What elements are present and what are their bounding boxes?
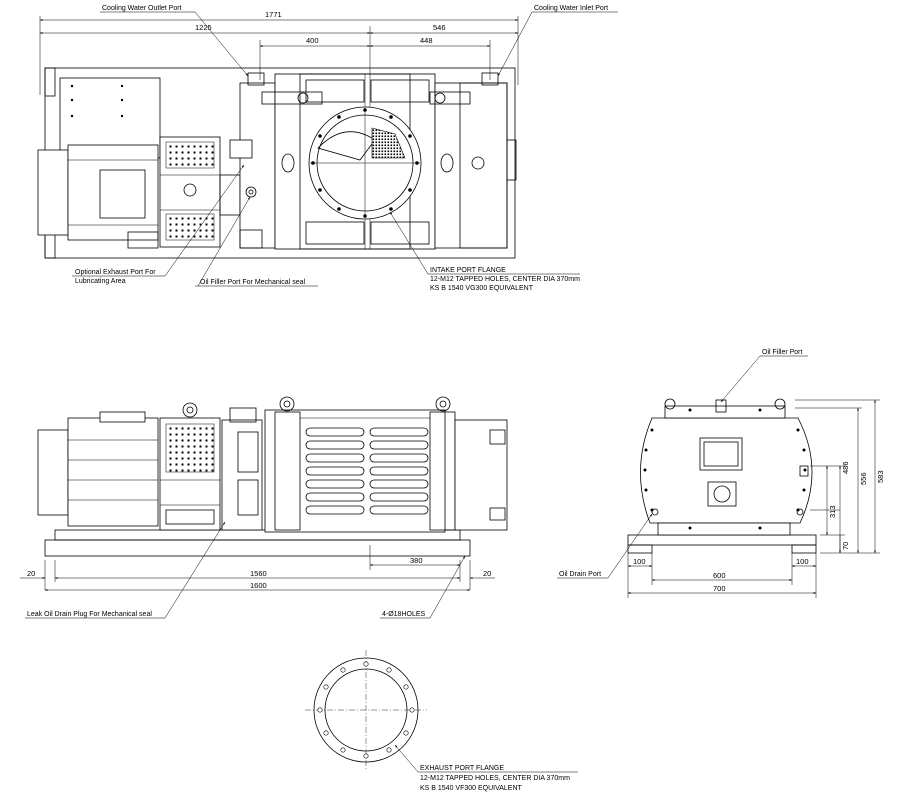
- dim-313: 313: [828, 505, 837, 518]
- front-motor-body: [67, 417, 159, 527]
- callout-exhaust-flange-1: EXHAUST PORT FLANGE: [420, 765, 504, 772]
- dim-600: 600: [713, 571, 726, 580]
- front-left-gear-cover: [221, 419, 263, 531]
- dim-583: 583: [876, 470, 885, 483]
- motor-fan-cover: [37, 149, 69, 236]
- dim-1225: 1225: [195, 23, 212, 32]
- dim-front-20-right: 20: [483, 569, 491, 578]
- callout-optional-exhaust-2: Lubricating Area: [75, 278, 126, 285]
- dim-front-20-left: 20: [27, 569, 35, 578]
- side-pump-body: [640, 417, 813, 524]
- callout-intake-flange-2: 12-M12 TAPPED HOLES, CENTER DIA 370mm: [430, 276, 580, 283]
- dim-448: 448: [420, 36, 433, 45]
- dim-70: 70: [841, 542, 850, 550]
- callout-exhaust-flange-2: 12-M12 TAPPED HOLES, CENTER DIA 370mm: [420, 775, 570, 782]
- dim-1771: 1771: [265, 10, 282, 19]
- callout-optional-exhaust-1: Optional Exhaust Port For: [75, 269, 156, 276]
- dim-1560: 1560: [250, 569, 267, 578]
- dim-556: 556: [859, 472, 868, 485]
- exhaust-flange-view: EXHAUST PORT FLANGE 12-M12 TAPPED HOLES,…: [305, 650, 578, 792]
- front-view: 20 1560 20 1600 380 Leak Oil Drain Plug …: [20, 396, 508, 619]
- callout-holes: 4-Ø18HOLES: [382, 611, 426, 618]
- dim-1600: 1600: [250, 581, 267, 590]
- callout-cooling-water-outlet: Cooling Water Outlet Port: [102, 5, 182, 12]
- dim-700: 700: [713, 584, 726, 593]
- callout-cooling-water-inlet: Cooling Water Inlet Port: [534, 5, 608, 12]
- side-inspection-cover: [699, 437, 743, 471]
- callout-intake-flange-1: INTAKE PORT FLANGE: [430, 267, 506, 274]
- callout-exhaust-flange-3: KS B 1540 VF300 EQUIVALENT: [420, 785, 523, 792]
- top-dimension-lines: [39, 16, 519, 95]
- front-right-gear-cover: [454, 419, 508, 531]
- front-motor-fan-cover: [37, 429, 69, 516]
- dim-side-100-right: 100: [796, 557, 809, 566]
- callout-oil-filler-port: Oil Filler Port: [762, 349, 803, 356]
- side-view: 583 556 486 313 70 100 100 600 700 Oil F…: [557, 349, 885, 598]
- callout-oil-filler-mech-seal: Oil Filler Port For Mechanical seal: [200, 279, 305, 286]
- dim-380: 380: [410, 556, 423, 565]
- side-base-frame: [627, 534, 817, 546]
- front-pump-casing: [264, 409, 446, 533]
- dim-400: 400: [306, 36, 319, 45]
- right-gear-cover: [434, 82, 508, 249]
- left-gear-cover: [239, 82, 276, 249]
- callout-intake-flange-3: KS B 1540 VG300 EQUIVALENT: [430, 285, 534, 292]
- callout-leak-oil-drain: Leak Oil Drain Plug For Mechanical seal: [27, 611, 152, 618]
- front-base-frame: [44, 539, 471, 557]
- dim-546: 546: [433, 23, 446, 32]
- dim-486: 486: [841, 461, 850, 474]
- callout-oil-drain-port: Oil Drain Port: [559, 571, 601, 578]
- dim-side-100-left: 100: [633, 557, 646, 566]
- top-view: 1771 1225 546 400 448: [37, 5, 618, 292]
